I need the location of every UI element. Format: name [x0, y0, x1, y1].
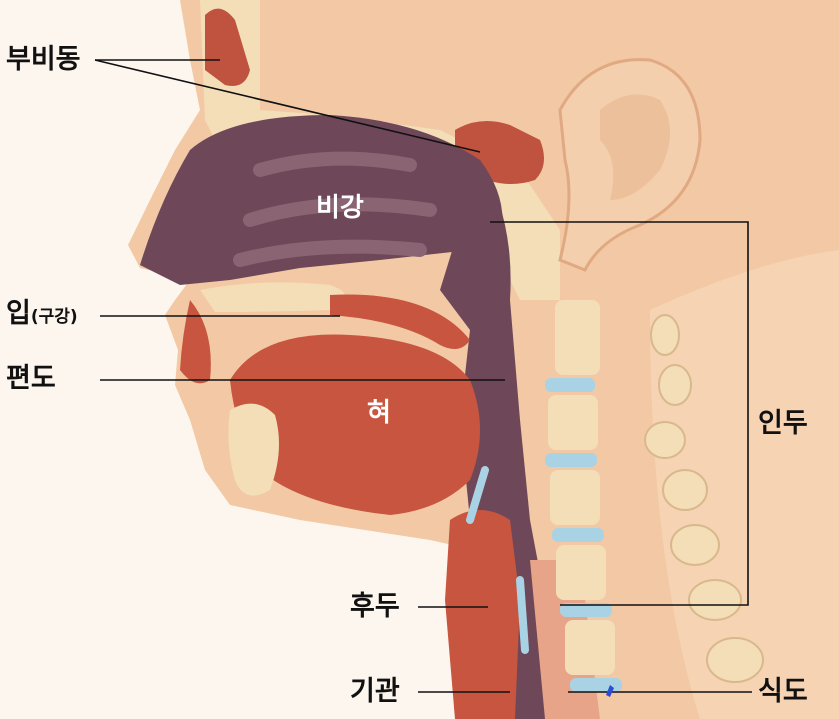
label-nasal-cavity: 비강: [316, 193, 364, 223]
hard-palate: [200, 282, 345, 312]
trachea-rings: [466, 466, 529, 654]
label-larynx: 후두: [350, 591, 400, 622]
jaw-bone: [228, 403, 279, 496]
soft-palate: [330, 294, 470, 349]
disc-2: [545, 453, 597, 467]
label-trachea: 기관: [350, 676, 400, 707]
turbinates: [233, 151, 437, 267]
disc-3: [552, 528, 604, 542]
label-sinus: 부비동: [6, 44, 81, 75]
spinous-processes: [644, 314, 764, 683]
vertebra-4: [556, 545, 606, 600]
ear-inner: [600, 94, 670, 200]
label-pharynx: 인두: [758, 408, 808, 439]
vertebra-2: [548, 395, 598, 450]
leader-lines: [94, 59, 752, 693]
label-tongue: 혀: [367, 398, 391, 428]
pharynx-shape: [440, 160, 560, 719]
label-mouth: 입(구강): [6, 300, 78, 327]
disc-5: [570, 678, 622, 692]
disc-1: [545, 378, 595, 392]
blue-marker: [606, 685, 614, 697]
larynx-shape: [445, 510, 520, 719]
frontal-sinus: [205, 8, 250, 87]
label-mouth-main: 입: [6, 298, 31, 329]
vertebra-1: [555, 300, 600, 375]
disc-4: [560, 603, 612, 617]
vertebra-3: [550, 470, 600, 525]
label-esophagus: 식도: [758, 676, 808, 707]
vertebra-5: [565, 620, 615, 675]
label-tonsil: 편도: [6, 363, 56, 394]
label-mouth-sub: (구강): [30, 307, 78, 327]
lips: [180, 300, 211, 384]
